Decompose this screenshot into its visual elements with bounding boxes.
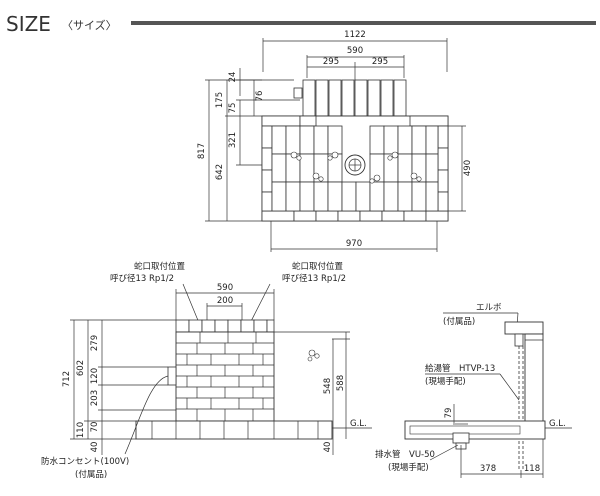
- drain-trap-icon: [452, 432, 470, 444]
- outlet-label-2: (付属品): [75, 469, 107, 480]
- dim-490: 490: [463, 160, 473, 176]
- dim-590-front: 590: [217, 283, 233, 293]
- gl-side: G.L.: [549, 419, 566, 429]
- front-base-bricks: [135, 420, 333, 440]
- faucet-label-right-1: 蛇口取付位置: [292, 261, 344, 272]
- title-text: SIZE: [6, 12, 51, 36]
- dim-378: 378: [480, 464, 496, 474]
- faucet-label-right-2: 呼び径13 Rp1/2: [282, 273, 346, 284]
- hot-pipe-label-2: (現場手配): [425, 376, 466, 387]
- wall-leaf-icon: [307, 349, 320, 362]
- front-wall-bricks: [175, 331, 275, 422]
- dim-970: 970: [346, 239, 362, 249]
- title-rule: [131, 21, 596, 25]
- dim-75: 75: [228, 103, 238, 114]
- top-counter-bricks: [302, 79, 407, 117]
- dim-76: 76: [255, 91, 265, 102]
- dim-200: 200: [217, 296, 233, 306]
- dim-588: 588: [336, 375, 346, 391]
- dim-590-top: 590: [347, 46, 363, 56]
- drain-label-2: (現場手配): [388, 462, 429, 473]
- dim-175: 175: [215, 92, 225, 108]
- dim-110: 110: [76, 422, 86, 438]
- dim-817: 817: [197, 143, 207, 159]
- faucet-label-left-2: 呼び径13 Rp1/2: [110, 273, 174, 284]
- dim-1122: 1122: [344, 30, 366, 40]
- dim-79: 79: [444, 408, 454, 419]
- elbow-icon: [514, 333, 524, 347]
- side-view: エルボ (付属品) 給湯管 HTVP-13 (現場手配) 79 G.L. 排水管…: [375, 303, 572, 478]
- dim-70: 70: [90, 422, 100, 433]
- dim-712: 712: [62, 371, 72, 387]
- dim-118: 118: [524, 464, 540, 474]
- dim-295-right: 295: [372, 57, 388, 67]
- outlet-icon: [167, 366, 177, 386]
- dim-40b: 40: [323, 442, 333, 453]
- paving-bricks: [261, 115, 449, 222]
- elbow-label-2: (付属品): [443, 316, 475, 327]
- dim-602: 602: [76, 360, 86, 376]
- top-view: 1122 590 295 295: [197, 30, 473, 252]
- gl-front: G.L.: [350, 419, 367, 429]
- front-view: 蛇口取付位置 呼び径13 Rp1/2 蛇口取付位置 呼び径13 Rp1/2 59…: [41, 261, 372, 480]
- leaf-motif-icons: [290, 151, 422, 184]
- dim-642: 642: [215, 164, 225, 180]
- outlet-label-1: 防水コンセント(100V): [41, 456, 129, 467]
- drain-label-1: 排水管 VU-50: [375, 449, 435, 460]
- dim-279: 279: [90, 335, 100, 351]
- side-wall: [524, 333, 544, 427]
- dim-295-left: 295: [323, 57, 339, 67]
- dim-321: 321: [228, 132, 238, 148]
- faucet-label-left-1: 蛇口取付位置: [134, 261, 186, 272]
- dim-548: 548: [323, 378, 333, 394]
- title-subtitle: 〈サイズ〉: [62, 18, 117, 32]
- dim-24: 24: [228, 72, 238, 83]
- elbow-label-1: エルボ: [476, 303, 502, 313]
- side-counter: [504, 321, 544, 335]
- dim-203: 203: [90, 390, 100, 406]
- front-counter-bricks: [175, 319, 275, 333]
- dim-40: 40: [90, 442, 100, 453]
- dim-120: 120: [90, 368, 100, 384]
- hot-pipe-label-1: 給湯管 HTVP-13: [425, 363, 495, 374]
